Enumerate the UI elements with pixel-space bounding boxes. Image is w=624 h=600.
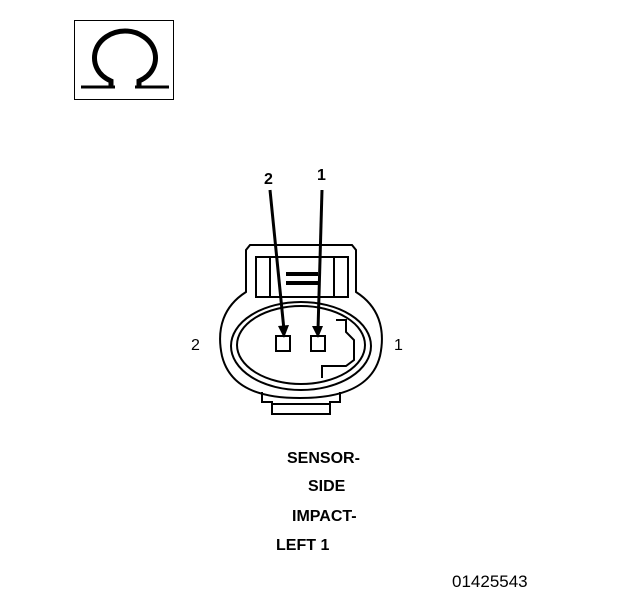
caption-line-3: IMPACT- [292,508,357,525]
connector-key [321,319,355,378]
pin-2-side-label: 2 [191,337,200,354]
ohm-icon [81,28,169,89]
ohm-symbol-box [74,20,174,100]
pin-1-callout: 1 [317,167,326,184]
figure-id: 01425543 [452,572,528,591]
connector-latch [255,256,349,298]
connector-outer-housing [219,244,383,400]
pin-1-side-label: 1 [394,337,403,354]
pin-2-cavity [275,335,291,352]
pin-1-leader [316,189,324,331]
caption-line-2: SIDE [308,478,346,495]
connector-ring [230,301,372,391]
connector-bottom-tab [261,392,341,415]
connector-face [236,305,366,385]
pin-2-leader [268,189,286,331]
caption-line-4: LEFT 1 [276,537,330,554]
pin-1-cavity [310,335,326,352]
pin-2-callout: 2 [264,171,273,188]
caption-line-1: SENSOR- [287,450,360,467]
